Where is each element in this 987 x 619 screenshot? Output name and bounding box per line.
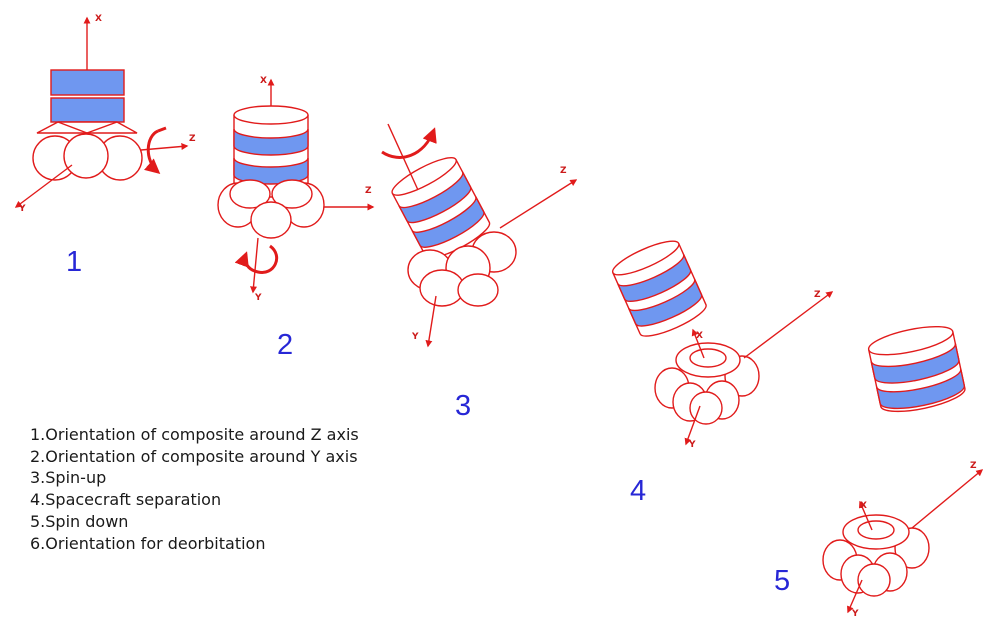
rotation-arrow-icon [381, 127, 437, 159]
step-number-3: 3 [455, 390, 471, 422]
step-number-4: 4 [630, 475, 646, 507]
solar-panel [411, 196, 485, 248]
y-axis-arrow [847, 579, 863, 614]
step-number-1: 1 [66, 246, 82, 278]
axis-label-y: Y [254, 293, 262, 303]
solar-panel [398, 171, 472, 224]
z-axis-arrow [743, 291, 834, 359]
propellant-tank [457, 273, 499, 307]
x-axis-arrow [858, 500, 873, 531]
stage-1-composite [14, 16, 189, 208]
axis-label-x: X [860, 501, 867, 511]
legend-item-4: 4.Spacecraft separation [30, 490, 222, 510]
propellant-tank [689, 391, 723, 425]
sequence-legend: 1.Orientation of composite around Z axis… [30, 424, 359, 554]
propellant-tank [271, 179, 313, 209]
axis-label-x: X [260, 76, 267, 86]
solar-panel [617, 254, 692, 303]
propellant-tank [250, 201, 292, 239]
solar-panel [875, 368, 965, 410]
step-number-5: 5 [774, 565, 790, 597]
y-axis-arrow [425, 295, 437, 348]
y-axis-arrow [250, 237, 259, 294]
axis-label-z: Z [814, 290, 821, 300]
solar-panel [50, 69, 125, 96]
stage-2-composite [217, 78, 375, 294]
y-axis-arrow [684, 405, 701, 446]
solar-panel [50, 97, 125, 123]
x-axis-arrow [691, 328, 705, 359]
stage-5-spin-down [822, 469, 984, 614]
propellant-tank [229, 179, 271, 209]
legend-item-6: 6.Orientation for deorbitation [30, 533, 266, 553]
rotation-arrow-icon [234, 244, 279, 274]
axis-label-y: Y [851, 609, 859, 619]
z-axis-arrow [499, 179, 578, 229]
axis-label-z: Z [970, 461, 977, 471]
solar-panel [628, 278, 703, 327]
solar-panel [233, 128, 309, 156]
rotation-arrow-icon [144, 129, 161, 174]
axis-label-y: Y [411, 332, 419, 342]
axis-label-z: Z [189, 134, 196, 144]
z-axis-arrow [911, 469, 984, 529]
axis-label-x: X [696, 331, 703, 341]
axis-label-x: X [95, 14, 102, 24]
step-number-2: 2 [277, 329, 293, 361]
stage-4-separation [611, 240, 834, 446]
axis-label-y: Y [688, 440, 696, 450]
axis-label-z: Z [365, 186, 372, 196]
solar-panel [870, 343, 960, 384]
legend-item-5: 5.Spin down [30, 511, 129, 531]
legend-item-1: 1.Orientation of composite around Z axis [30, 425, 359, 444]
separated-spacecraft [867, 325, 966, 413]
propellant-tank [63, 133, 109, 179]
propellant-tank [857, 563, 891, 597]
legend-item-2: 2.Orientation of composite around Y axis [30, 446, 358, 466]
y-axis-arrow [14, 164, 73, 208]
axis-label-y: Y [18, 204, 26, 214]
legend-item-3: 3.Spin-up [30, 468, 107, 488]
propellant-tank [419, 269, 465, 307]
axis-label-z: Z [560, 166, 567, 176]
stage-3-composite [381, 123, 578, 348]
